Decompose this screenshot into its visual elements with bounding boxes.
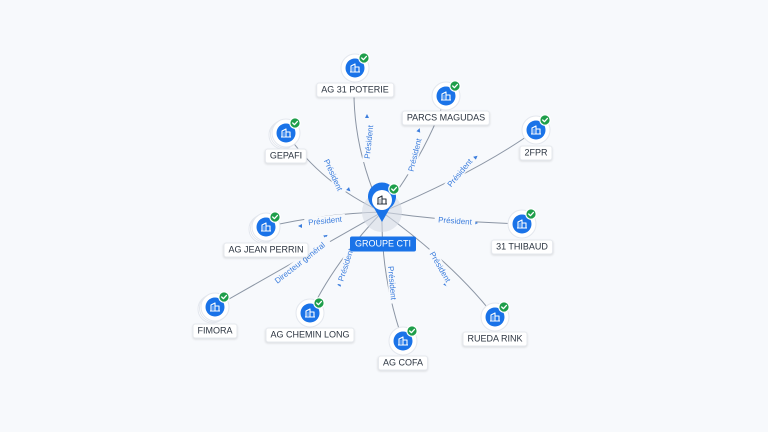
node-label-ag31[interactable]: AG 31 POTERIE [316,82,394,98]
verified-check-icon [525,208,537,220]
edge-label: Président [407,137,424,173]
edge-arrow-icon [346,187,351,192]
building-icon [305,308,315,318]
edge-line [381,129,537,213]
node-label-gepafi[interactable]: GEPAFI [264,148,308,164]
node-label-fimora[interactable]: FIMORA [192,323,238,339]
node-31thibaud[interactable] [507,208,537,239]
building-icon [398,336,408,346]
building-icon [377,195,387,205]
edge-arrow-icon [473,155,478,160]
verified-check-icon [498,301,510,313]
edge-label: Président [308,215,343,228]
building-icon [210,302,220,312]
edge-2fpr: Président [381,129,537,213]
verified-check-icon [313,297,325,309]
edge-arrow-icon [416,128,421,133]
node-agchemin[interactable] [295,297,325,328]
edge-line [381,211,496,318]
building-icon [281,128,291,138]
node-label-agchemin[interactable]: AG CHEMIN LONG [265,327,355,343]
node-agjean[interactable] [248,211,281,244]
building-icon [531,125,541,135]
verified-check-icon [289,117,301,129]
node-rueda[interactable] [480,301,510,332]
node-ag31[interactable] [340,52,370,83]
edge-label: Président [363,124,376,159]
node-agcofa[interactable] [388,325,418,356]
node-gepafi[interactable] [268,117,301,150]
verified-check-icon [388,183,400,195]
edge-rueda: Président [381,211,496,318]
edge-label: Président [322,158,345,193]
center-node[interactable] [362,182,402,232]
center-node-label[interactable]: GROUPE CTI [349,236,417,252]
verified-check-icon [449,80,461,92]
building-icon [517,219,527,229]
node-2fpr[interactable] [521,114,551,145]
node-label-31thibaud[interactable]: 31 THIBAUD [491,239,553,255]
building-icon [261,222,271,232]
node-label-2fpr[interactable]: 2FPR [519,145,553,161]
edge-label: Président [386,266,398,301]
node-label-agcofa[interactable]: AG COFA [377,355,429,371]
node-label-parcs[interactable]: PARCS MAGUDAS [401,110,491,126]
edge-label: Président [438,215,473,226]
node-parcs[interactable] [431,80,461,111]
node-fimora[interactable] [197,291,230,324]
building-icon [490,312,500,322]
node-label-agjean[interactable]: AG JEAN PERRIN [223,242,309,258]
edge-label: Président [336,247,355,283]
edge-label: Président [446,157,475,189]
verified-check-icon [358,52,370,64]
edge-arrow-icon [365,114,369,118]
building-icon [350,63,360,73]
verified-check-icon [406,325,418,337]
edge-arrow-icon [298,224,302,228]
node-label-rueda[interactable]: RUEDA RINK [462,331,528,347]
verified-check-icon [269,211,281,223]
edge-31thibaud: Président [381,211,523,227]
verified-check-icon [218,291,230,303]
verified-check-icon [539,114,551,126]
building-icon [441,91,451,101]
